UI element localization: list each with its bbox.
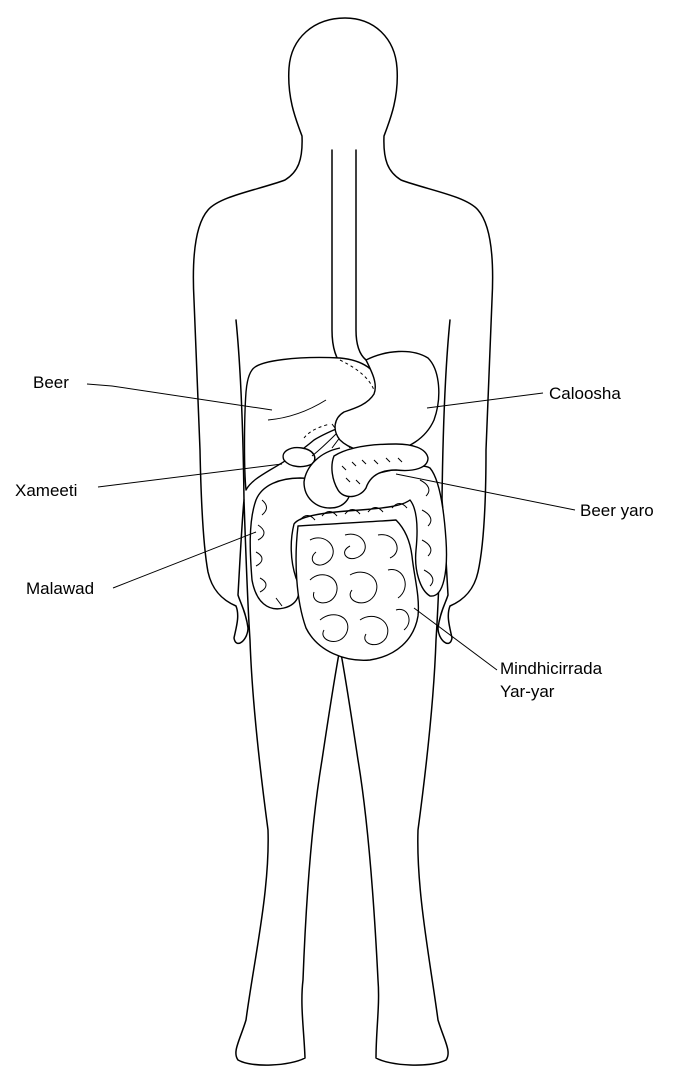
small-intestine-label-line2: Yar-yar: [500, 682, 555, 701]
small-intestine-label-line1: Mindhicirrada: [500, 659, 603, 678]
left-arm-inner-line: [236, 320, 244, 500]
esophagus: [332, 150, 344, 368]
right-arm-inner-line: [442, 320, 450, 500]
liver-leader: [87, 384, 272, 410]
stomach-label: Caloosha: [549, 384, 621, 403]
gallbladder: [283, 448, 315, 467]
pancreas-label: Beer yaro: [580, 501, 654, 520]
gallbladder-label: Xameeti: [15, 481, 77, 500]
large-intestine-leader: [113, 532, 256, 588]
small-intestine-leader: [414, 608, 497, 670]
large-intestine-label: Malawad: [26, 579, 94, 598]
small-intestine: [296, 520, 418, 660]
liver-label: Beer: [33, 373, 69, 392]
